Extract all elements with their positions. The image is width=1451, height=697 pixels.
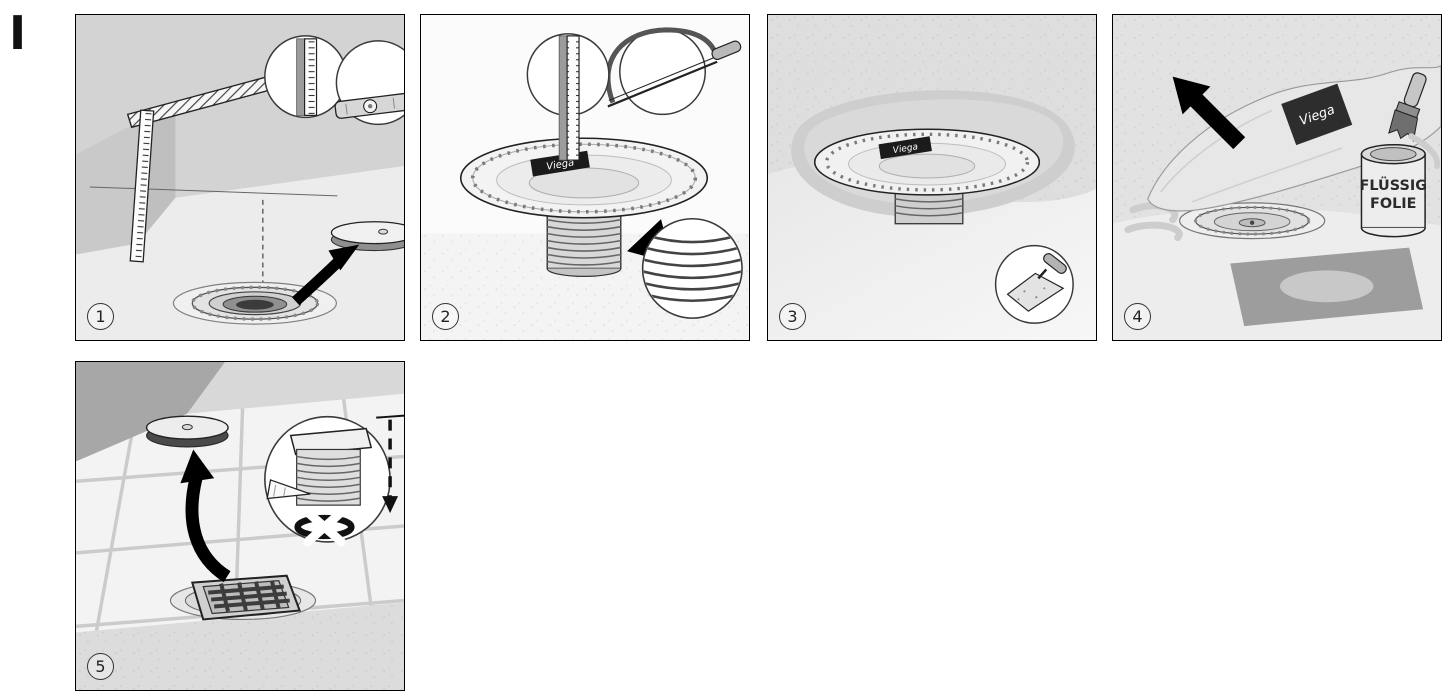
foreground-floor: [76, 602, 404, 690]
paint-streak: [1408, 133, 1441, 170]
o-ring-crossed-icon: [294, 507, 355, 547]
cover-cap: [330, 221, 404, 252]
step-number-5: 5: [87, 653, 114, 680]
wall-back: [187, 362, 404, 414]
spirit-level-icon: [334, 40, 404, 126]
brand-label: Viega: [1281, 83, 1353, 146]
step-number-4: 4: [1124, 303, 1151, 330]
panel-step-3: Viega 3: [767, 14, 1097, 341]
thread-detail-circle: [641, 217, 743, 319]
step-number-1: 1: [87, 303, 114, 330]
threaded-spigot: [546, 213, 622, 277]
sealing-flange: Viega: [813, 128, 1041, 196]
step-number-2: 2: [432, 303, 459, 330]
brand-text: Viega: [892, 142, 919, 156]
liquid-foil-can: FLÜSSIG FOLIE: [1360, 143, 1428, 238]
panel-step-4: Viega FLÜSSIG FOLIE 4: [1112, 14, 1442, 341]
ruler-icon: [129, 109, 155, 263]
trowel-icon: [994, 244, 1074, 324]
ruler-detail-circle: [264, 35, 348, 119]
sealing-fleece: Viega: [1147, 65, 1441, 212]
panel-5-illustration: [76, 362, 404, 690]
panel-2-illustration: Viega: [421, 15, 749, 340]
wall-corner: [76, 362, 226, 462]
shim-icon: [266, 479, 311, 500]
panel-step-1: 1: [75, 14, 405, 341]
brand-text: Viega: [546, 157, 575, 172]
panel-step-2: Viega 2: [420, 14, 750, 341]
step-number-3: 3: [779, 303, 806, 330]
panel-1-illustration: [76, 15, 404, 340]
ruler-detail-circle: [526, 33, 610, 161]
brand-label: Viega: [878, 136, 932, 160]
panel-step-5: 5: [75, 361, 405, 691]
floor-drain: [1179, 202, 1326, 240]
reference-line: [89, 186, 338, 197]
height-dimension: [376, 414, 404, 514]
can-label-line1: FLÜSSIG: [1360, 176, 1428, 194]
curved-arrow-icon: [180, 449, 231, 583]
wall-corner-side: [76, 122, 138, 255]
curved-arrow-icon: [291, 244, 360, 306]
section-label: I: [9, 6, 27, 60]
panel-3-illustration: Viega: [768, 15, 1096, 340]
arrow-up-left-icon: [1172, 76, 1246, 150]
floor-drain-grate: [169, 574, 317, 621]
height-detail-circle: [264, 415, 391, 547]
panel-4-illustration: Viega FLÜSSIG FOLIE: [1113, 15, 1441, 340]
fleece-cutout: [1230, 247, 1424, 327]
sealing-flange: Viega: [459, 137, 709, 219]
can-label-line2: FOLIE: [1370, 196, 1416, 212]
cover-cap: [145, 415, 229, 448]
brush-icon: [1388, 72, 1427, 143]
